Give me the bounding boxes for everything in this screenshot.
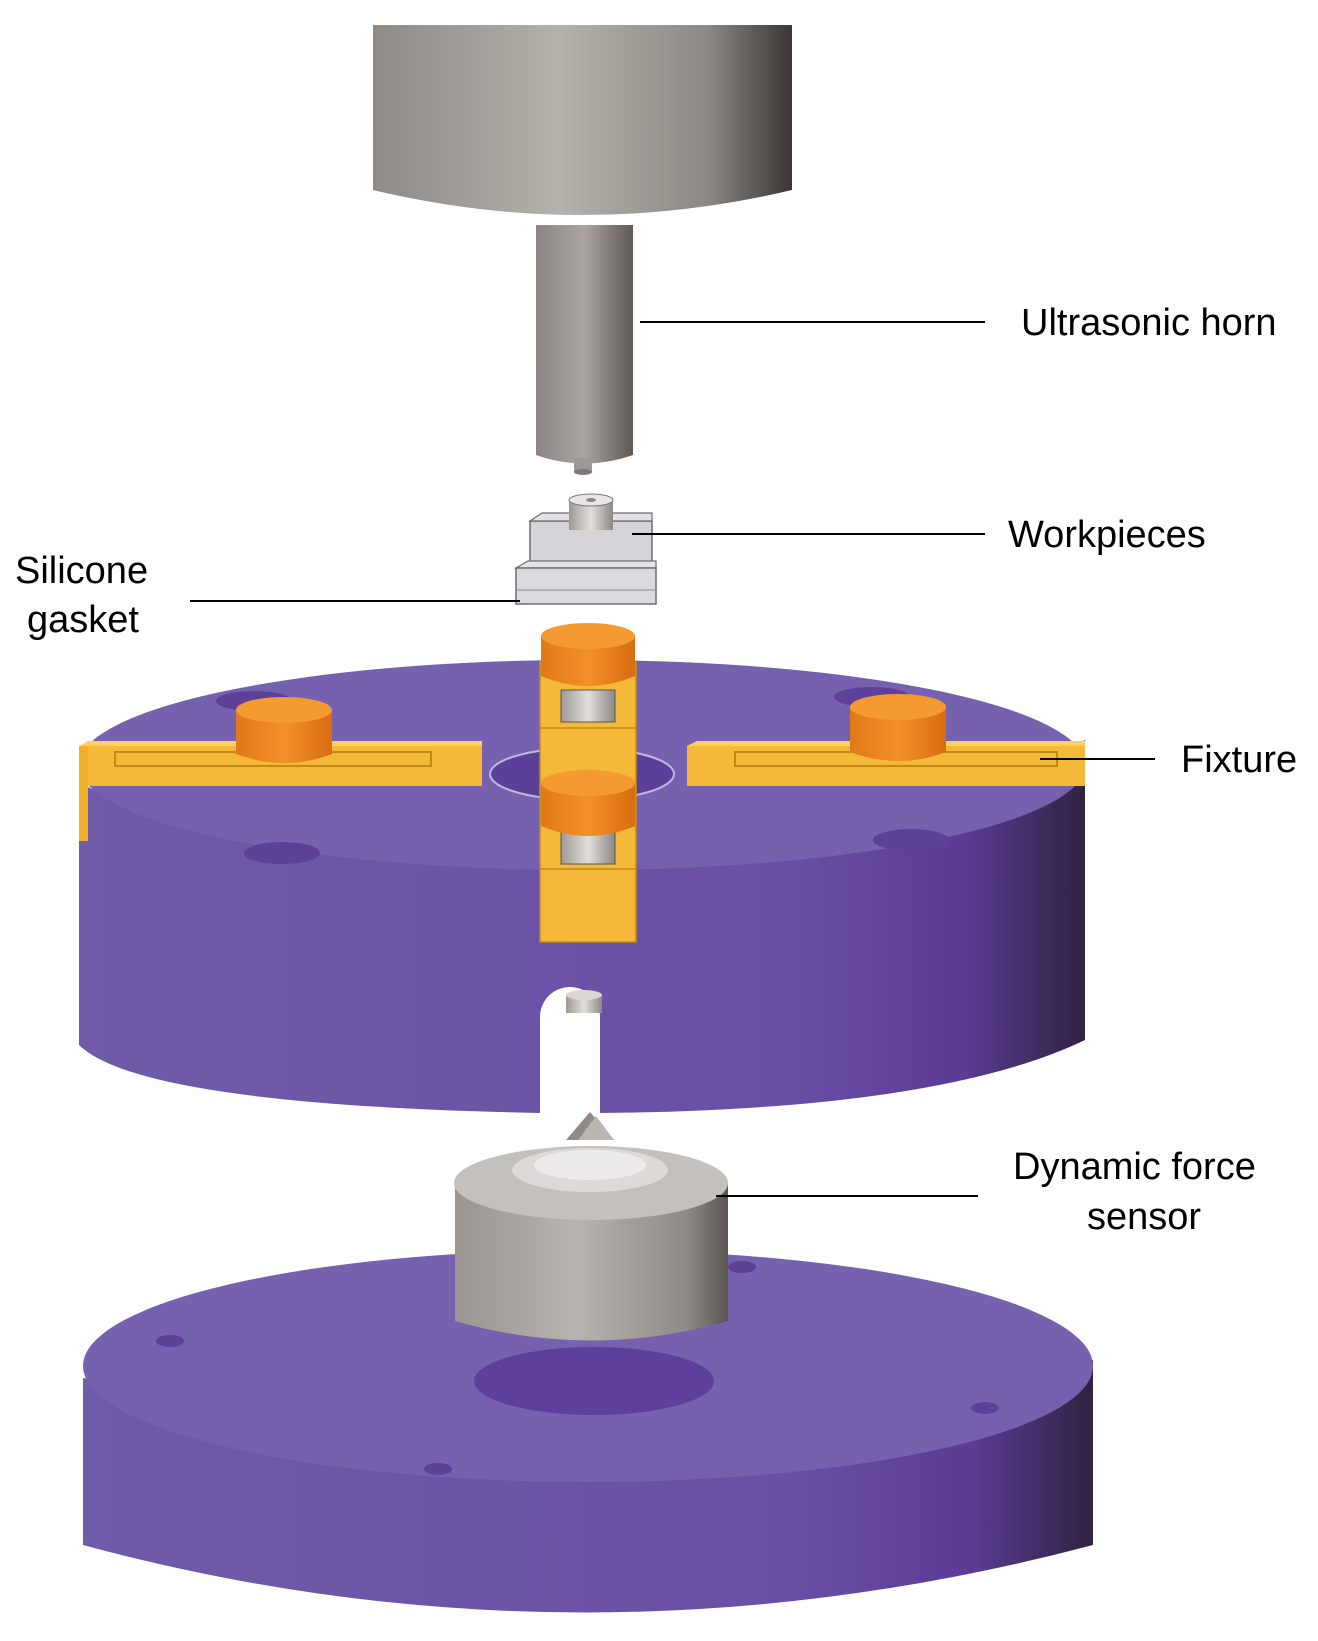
label-silicone-gasket-line2: gasket: [27, 599, 139, 641]
label-ultrasonic-horn: Ultrasonic horn: [1021, 302, 1277, 344]
label-dynamic-force-sensor-line2: sensor: [1087, 1196, 1201, 1238]
clamp-cylinder-left: [236, 697, 332, 763]
clamp-cylinder-bottom: [541, 770, 635, 836]
bottom-base-plate: [83, 1250, 1093, 1613]
workpieces: [528, 493, 653, 570]
silicone-gasket: [513, 560, 657, 605]
clamp-cylinders: [236, 623, 946, 836]
label-fixture: Fixture: [1181, 739, 1297, 781]
clamp-cylinder-right: [850, 694, 946, 761]
label-workpieces: Workpieces: [1008, 514, 1206, 556]
label-silicone-gasket-line1: Silicone: [15, 550, 148, 592]
label-dynamic-force-sensor-line1: Dynamic force: [1013, 1146, 1256, 1188]
labels: Ultrasonic horn Workpieces Silicone gask…: [15, 302, 1297, 1238]
leader-lines: [190, 321, 1155, 1197]
clamp-cylinder-top: [541, 623, 635, 686]
ultrasonic-horn: [373, 25, 792, 475]
dynamic-force-sensor: [454, 1112, 728, 1341]
